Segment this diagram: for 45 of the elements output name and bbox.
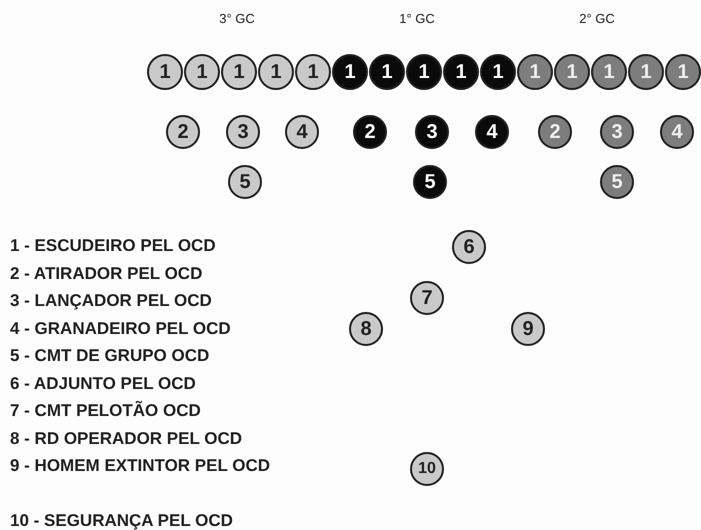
numbered-circle: 1 [591, 54, 627, 90]
legend-text: 3 - LANÇADOR PEL OCD [10, 290, 212, 312]
numbered-circle: 4 [660, 115, 694, 149]
numbered-circle: 1 [517, 54, 553, 90]
numbered-circle: 1 [295, 54, 331, 90]
numbered-circle: 1 [258, 54, 294, 90]
legend-text: 5 - CMT DE GRUPO OCD [10, 345, 210, 367]
legend-text: 7 - CMT PELOTÃO OCD [10, 400, 201, 422]
numbered-circle: 1 [369, 54, 405, 90]
numbered-circle: 10 [410, 452, 444, 486]
legend-text: 1 - ESCUDEIRO PEL OCD [10, 235, 216, 257]
numbered-circle: 5 [413, 165, 447, 199]
numbered-circle: 1 [480, 54, 516, 90]
numbered-circle: 1 [221, 54, 257, 90]
numbered-circle: 5 [228, 165, 262, 199]
numbered-circle: 4 [475, 115, 509, 149]
numbered-circle: 6 [452, 230, 486, 264]
group-label: 3° GC [218, 10, 256, 28]
numbered-circle: 1 [665, 54, 701, 90]
numbered-circle: 2 [166, 115, 200, 149]
group-label: 1° GC [398, 10, 436, 28]
numbered-circle: 3 [415, 115, 449, 149]
numbered-circle: 2 [538, 115, 572, 149]
numbered-circle: 1 [332, 54, 368, 90]
numbered-circle: 8 [349, 312, 383, 346]
numbered-circle: 9 [511, 312, 545, 346]
legend-text: 9 - HOMEM EXTINTOR PEL OCD [10, 455, 272, 477]
numbered-circle: 3 [226, 115, 260, 149]
legend-text: 10 - SEGURANÇA PEL OCD [10, 510, 233, 530]
legend-text: 6 - ADJUNTO PEL OCD [10, 372, 196, 394]
group-label: 2° GC [578, 10, 616, 28]
numbered-circle: 4 [285, 115, 319, 149]
numbered-circle: 7 [410, 281, 444, 315]
legend-text: 2 - ATIRADOR PEL OCD [10, 262, 202, 284]
legend-text: 8 - RD OPERADOR PEL OCD [10, 428, 242, 450]
numbered-circle: 1 [406, 54, 442, 90]
numbered-circle: 2 [353, 115, 387, 149]
numbered-circle: 1 [147, 54, 183, 90]
numbered-circle: 1 [554, 54, 590, 90]
numbered-circle: 1 [184, 54, 220, 90]
numbered-circle: 1 [443, 54, 479, 90]
legend-text: 4 - GRANADEIRO PEL OCD [10, 318, 231, 340]
numbered-circle: 1 [628, 54, 664, 90]
numbered-circle: 5 [600, 165, 634, 199]
numbered-circle: 3 [600, 115, 634, 149]
